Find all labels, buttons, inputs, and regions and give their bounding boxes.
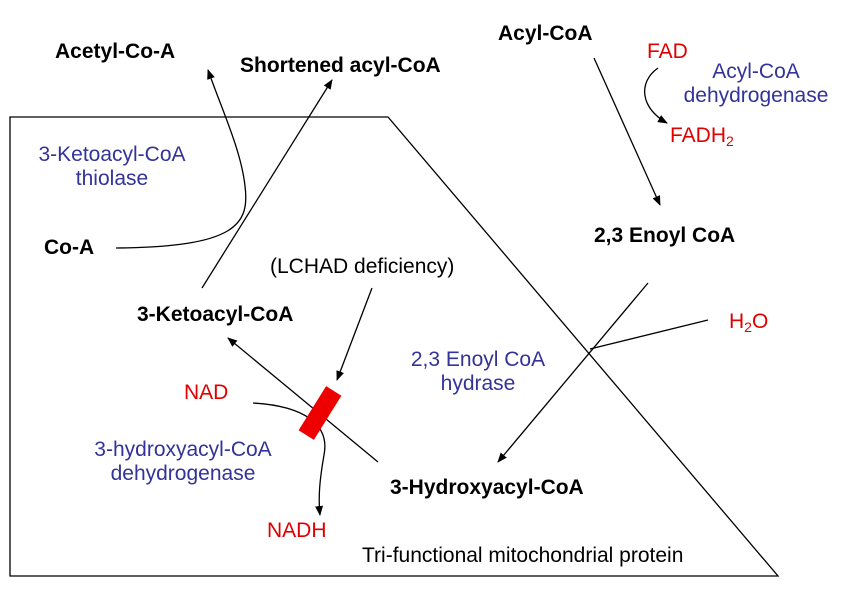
enzyme-hydroxyacyl-dh-line2: dehydrogenase (110, 462, 256, 486)
cofactor-nadh: NADH (267, 519, 327, 542)
arrow-fad-to-fadh2 (644, 67, 668, 124)
cofactor-nad: NAD (184, 381, 229, 404)
arrow-ketoacyl-to-shortened (201, 79, 333, 289)
arrow-hydroxyacyl-to-ketoacyl (227, 337, 379, 463)
enzyme-acyl-dh-line2: dehydrogenase (683, 84, 829, 108)
metabolite-enoyl-coa: 2,3 Enoyl CoA (594, 224, 736, 247)
metabolite-ketoacyl-coa: 3-Ketoacyl-CoA (137, 303, 294, 326)
h2o-subscript: 2 (744, 319, 752, 335)
enzyme-acyl-dh-line1: Acyl-CoA (712, 60, 800, 83)
metabolite-hydroxyacyl-coa: 3-Hydroxyacyl-CoA (390, 476, 584, 499)
arrow-nad-to-nadh (252, 402, 326, 516)
metabolite-acetyl-coa: Acetyl-Co-A (55, 40, 176, 63)
arrow-coa-to-acetyl (115, 69, 247, 249)
metabolite-co-a: Co-A (44, 236, 95, 259)
metabolite-shortened-acyl-coa: Shortened acyl-CoA (240, 54, 441, 77)
lchad-block (298, 386, 342, 440)
h2o-h: H (729, 310, 745, 333)
metabolite-acyl-coa: Acyl-CoA (498, 22, 593, 45)
h2o-o: O (751, 310, 769, 333)
protein-boundary (9, 116, 780, 577)
fadh2-base: FADH (670, 124, 727, 147)
annotation-trifunctional-protein: Tri-functional mitochondrial protein (362, 544, 684, 567)
enzyme-thiolase-line2: thiolase (75, 167, 149, 191)
cofactor-fadh2: FADH2 (670, 124, 734, 149)
enzyme-acyl-coa-dehydrogenase: Acyl-CoA dehydrogenase (666, 60, 846, 108)
enzyme-hydrase-line2: hydrase (440, 372, 516, 396)
cofactor-h2o: H2O (729, 310, 768, 335)
enzyme-enoyl-coa-hydrase: 2,3 Enoyl CoA hydrase (388, 348, 568, 396)
enzyme-thiolase-line1: 3-Ketoacyl-CoA (38, 143, 186, 166)
enzyme-thiolase: 3-Ketoacyl-CoA thiolase (22, 143, 202, 191)
enzyme-hydroxyacyl-coa-dehydrogenase: 3-hydroxyacyl-CoA dehydrogenase (72, 438, 294, 486)
arrow-acyl-to-enoyl (593, 57, 661, 206)
enzyme-hydroxyacyl-dh-line1: 3-hydroxyacyl-CoA (94, 438, 272, 461)
line-h2o (589, 319, 709, 350)
enzyme-hydrase-line1: 2,3 Enoyl CoA (410, 348, 546, 371)
fadh2-subscript: 2 (726, 133, 734, 149)
cofactor-fad: FAD (647, 40, 688, 63)
annotation-lchad-deficiency: (LCHAD deficiency) (270, 255, 455, 278)
arrow-enoyl-to-hydroxyacyl (497, 282, 649, 463)
arrow-lchad (336, 287, 373, 381)
